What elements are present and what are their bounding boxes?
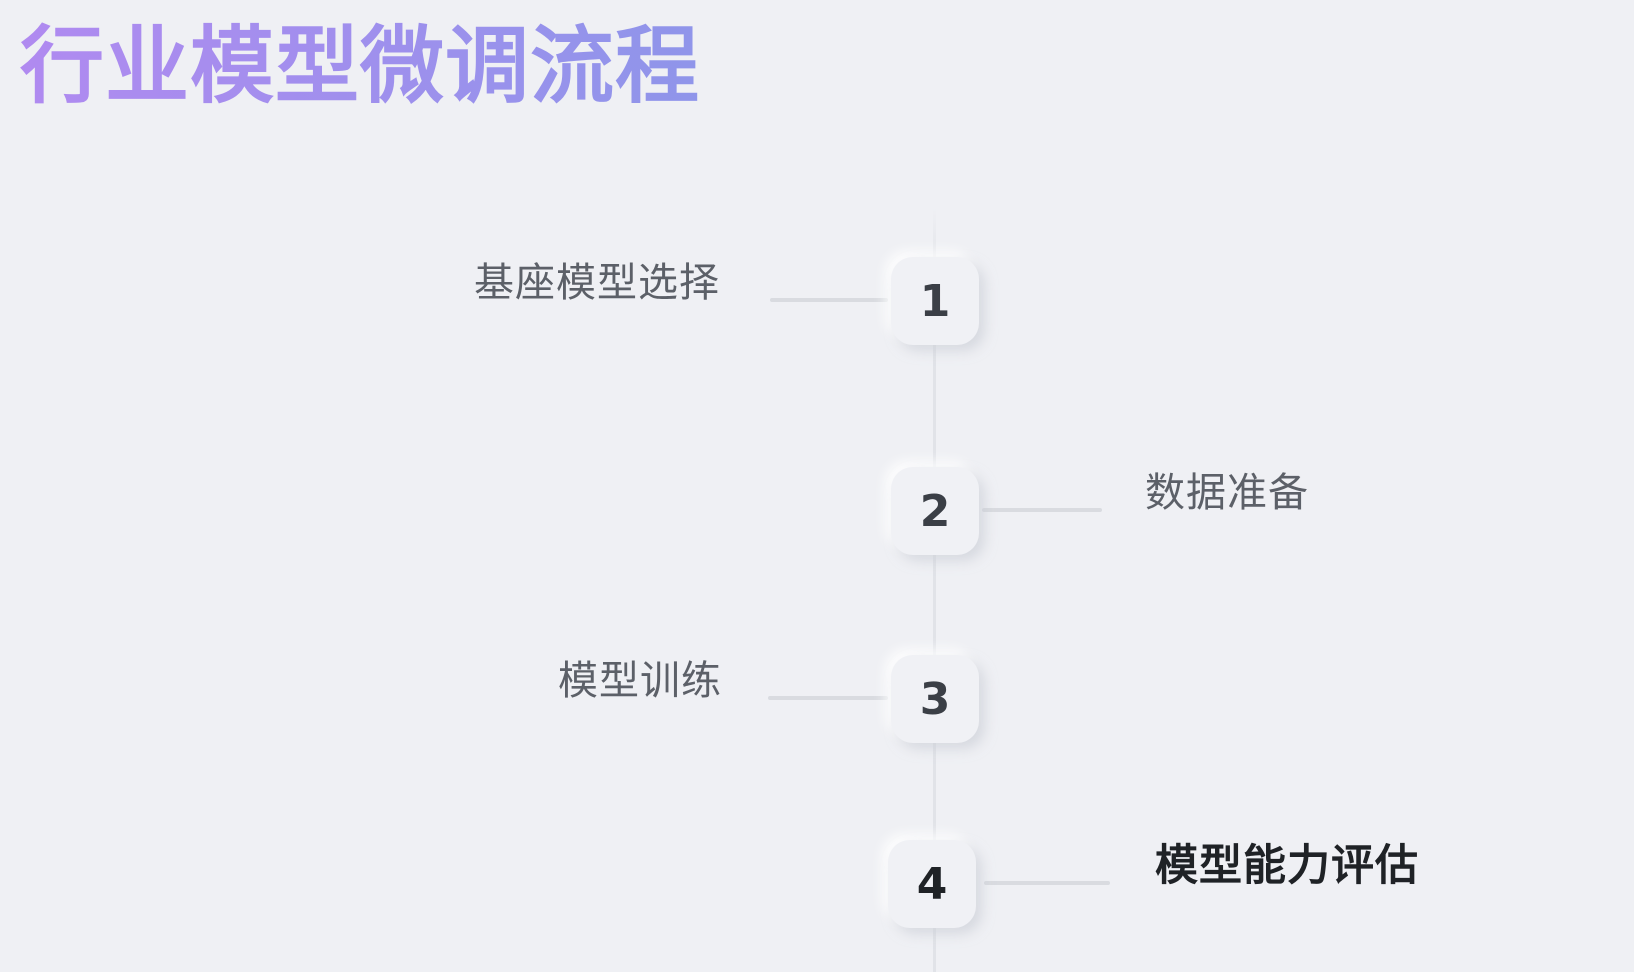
step-4-number: 4 — [916, 858, 948, 910]
step-1-node[interactable]: 1 — [891, 257, 979, 345]
step-2-label: 数据准备 — [1145, 470, 1309, 516]
step-3-connector — [768, 696, 888, 700]
step-3-node[interactable]: 3 — [891, 655, 979, 743]
step-2-number: 2 — [919, 485, 951, 537]
step-1-number: 1 — [919, 275, 951, 327]
step-3-number: 3 — [919, 673, 951, 725]
step-3-label: 模型训练 — [558, 658, 722, 704]
step-2-node[interactable]: 2 — [891, 467, 979, 555]
step-4-connector — [984, 881, 1110, 885]
timeline-spine — [933, 208, 936, 972]
page-title: 行业模型微调流程 — [20, 17, 701, 115]
step-1-label: 基座模型选择 — [474, 260, 720, 306]
step-1-connector — [770, 298, 888, 302]
step-4-label: 模型能力评估 — [1155, 841, 1419, 891]
step-4-node[interactable]: 4 — [888, 840, 976, 928]
step-2-connector — [982, 508, 1102, 512]
